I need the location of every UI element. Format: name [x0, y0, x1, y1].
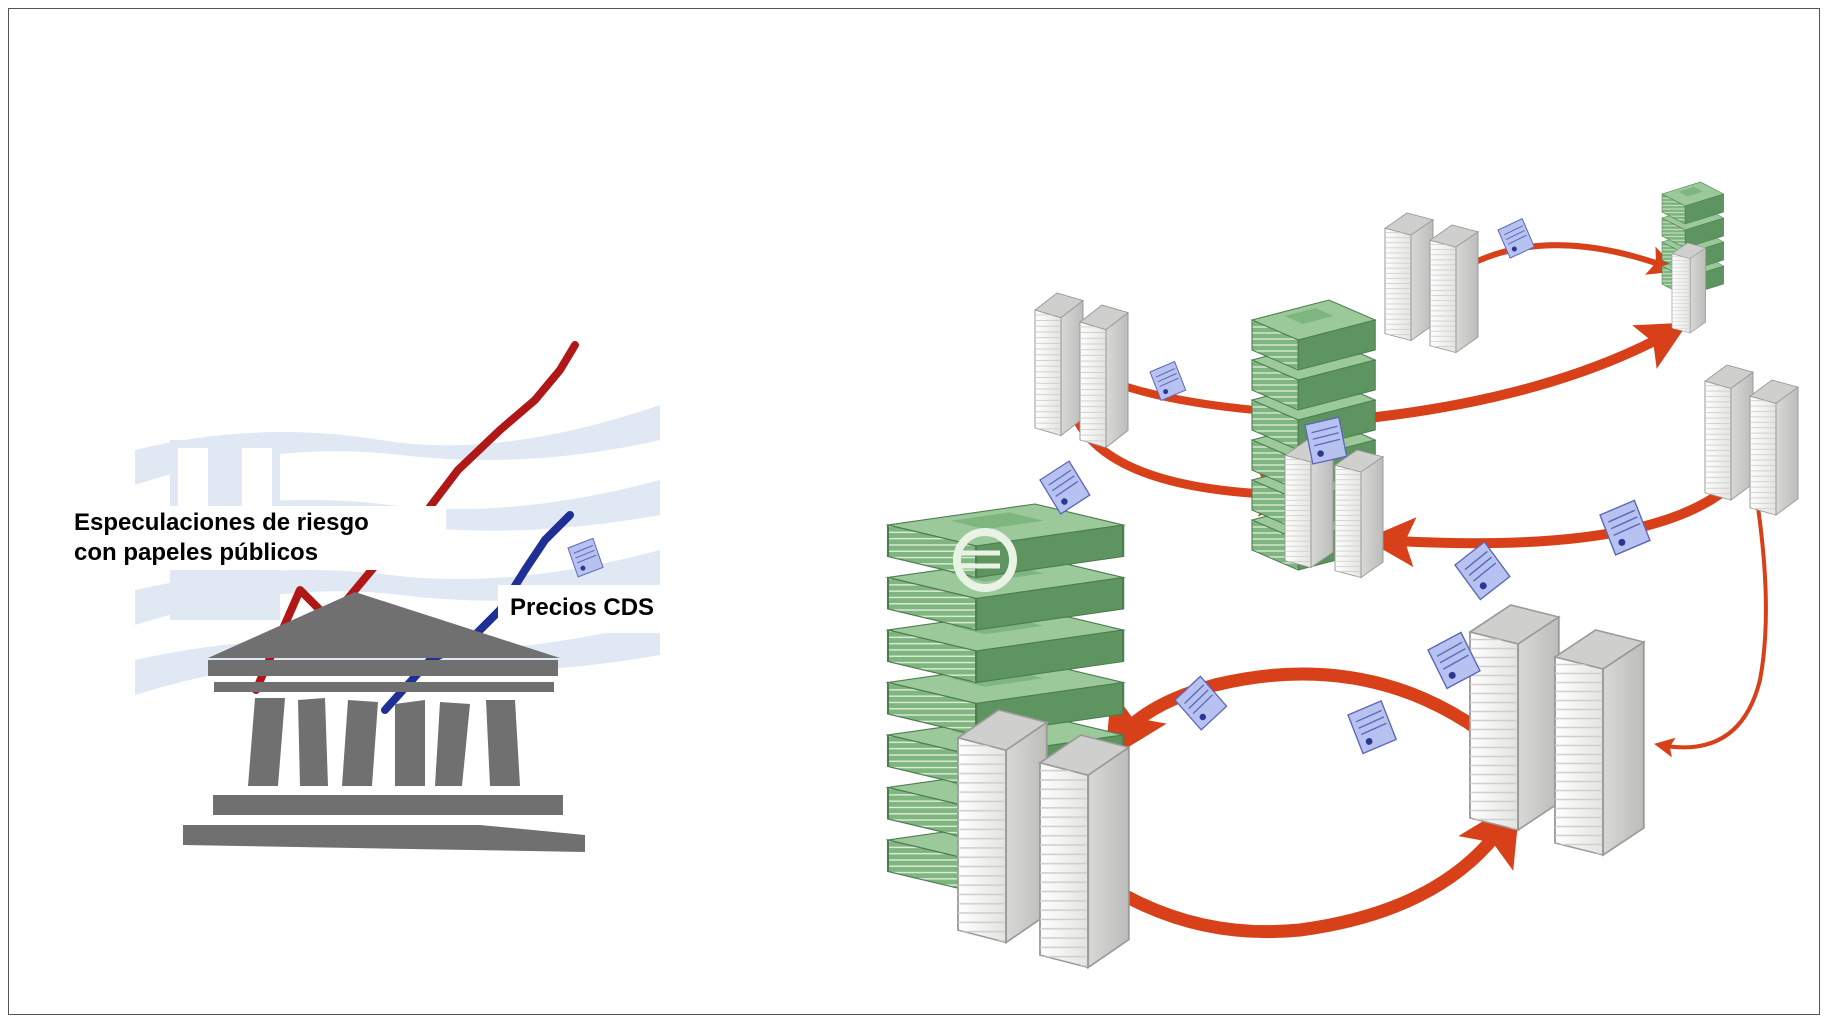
bank-tower-icon: [1429, 224, 1479, 353]
risk-speculation-label: Especulaciones de riesgo con papeles púb…: [70, 506, 446, 570]
cds-price-label: Precios CDS: [498, 585, 665, 633]
bank-tower-icon: [1039, 734, 1130, 969]
euro-symbol: [953, 528, 1017, 592]
bank-tower-icon: [1749, 379, 1799, 516]
circular-flow-arrow-icon: [1065, 242, 1768, 939]
bank-tower-icon: [1469, 604, 1560, 831]
greek-temple-icon: [183, 592, 585, 852]
bond-document-icon: [1597, 498, 1653, 558]
bond-document-icon: [1345, 698, 1399, 756]
risk-label-line-2: con papeles públicos: [74, 539, 319, 566]
bank-tower-icon: [1334, 449, 1384, 578]
bond-document-icon: [1450, 537, 1515, 604]
bank-tower-icon: [957, 709, 1048, 944]
bank-tower-icon: [1079, 304, 1129, 448]
bank-tower-icon: [1384, 212, 1434, 341]
risk-label-line-1: Especulaciones de riesgo: [74, 509, 369, 536]
bank-tower-icon: [1704, 364, 1754, 501]
bank-tower-icon: [1554, 629, 1645, 856]
bond-document-icon: [1304, 416, 1348, 465]
risk-price-line: [252, 341, 579, 694]
bank-tower-icon: [1671, 242, 1706, 334]
bank-tower-icon: [1034, 292, 1084, 436]
